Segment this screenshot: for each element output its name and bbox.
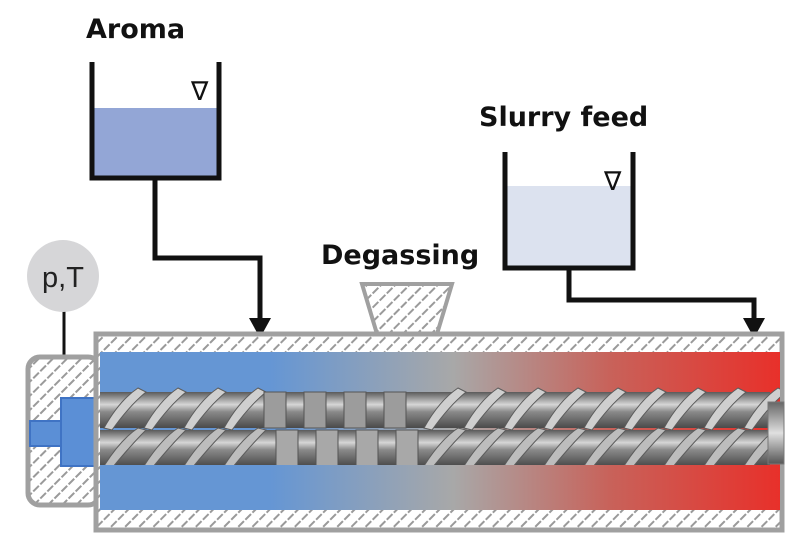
kneading-block-lower — [275, 429, 299, 465]
die-outlet — [29, 420, 62, 447]
screw-drive-shaft — [767, 401, 785, 465]
screw-flight-upper — [463, 387, 507, 431]
screw-flight-upper — [103, 387, 147, 431]
kneading-block-lower — [355, 429, 379, 465]
aroma-feed-line — [152, 178, 263, 322]
screw-flight-lower — [424, 427, 467, 465]
screw-flight-upper — [583, 387, 627, 431]
kneading-block-lower — [315, 429, 339, 465]
pressure-temperature-sensor: p,T — [27, 240, 99, 356]
screw-flight-upper — [703, 387, 747, 431]
screw-flight-lower — [544, 427, 587, 465]
screw-flight-upper — [423, 387, 467, 431]
screw-flight-lower — [624, 427, 667, 465]
screw-flight-lower — [224, 427, 267, 465]
screw-flight-lower — [464, 427, 507, 465]
screw-flight-upper — [743, 387, 780, 431]
degassing-label: Degassing — [321, 240, 479, 271]
screw-flight-upper — [663, 387, 707, 431]
aroma-level-icon: ∇ — [190, 77, 209, 107]
slurry-level-icon: ∇ — [603, 167, 622, 197]
kneading-block-upper — [303, 391, 327, 429]
screw-flight-upper — [623, 387, 667, 431]
screw-flight-lower — [584, 427, 627, 465]
screw-flight-lower — [664, 427, 707, 465]
aroma-arrow-icon — [249, 318, 271, 338]
slurry-arrow-icon — [743, 318, 765, 338]
twin-screws — [100, 387, 780, 465]
slurry-liquid — [507, 186, 631, 266]
kneading-block-lower — [395, 429, 419, 465]
screw-flight-upper — [183, 387, 227, 431]
screw-flight-lower — [184, 427, 227, 465]
screw-flight-lower — [104, 427, 147, 465]
screw-flight-upper — [503, 387, 547, 431]
degassing-port — [359, 282, 455, 336]
screw-flight-upper — [143, 387, 187, 431]
slurry-tank: Slurry feed ∇ — [479, 102, 648, 271]
aroma-liquid — [93, 108, 217, 176]
sensor-label: p,T — [42, 262, 84, 294]
screw-flight-lower — [144, 427, 187, 465]
kneading-block-upper — [263, 391, 287, 429]
aroma-label: Aroma — [86, 14, 185, 45]
sensor-circle — [27, 240, 99, 312]
screw-flight-upper — [543, 387, 587, 431]
slurry-feed-label: Slurry feed — [479, 102, 648, 133]
slurry-feed-line — [566, 268, 757, 322]
kneading-block-upper — [383, 391, 407, 429]
screw-flight-lower — [704, 427, 747, 465]
screw-flight-lower — [504, 427, 547, 465]
aroma-tank: Aroma ∇ — [86, 14, 222, 181]
kneading-block-upper — [343, 391, 367, 429]
